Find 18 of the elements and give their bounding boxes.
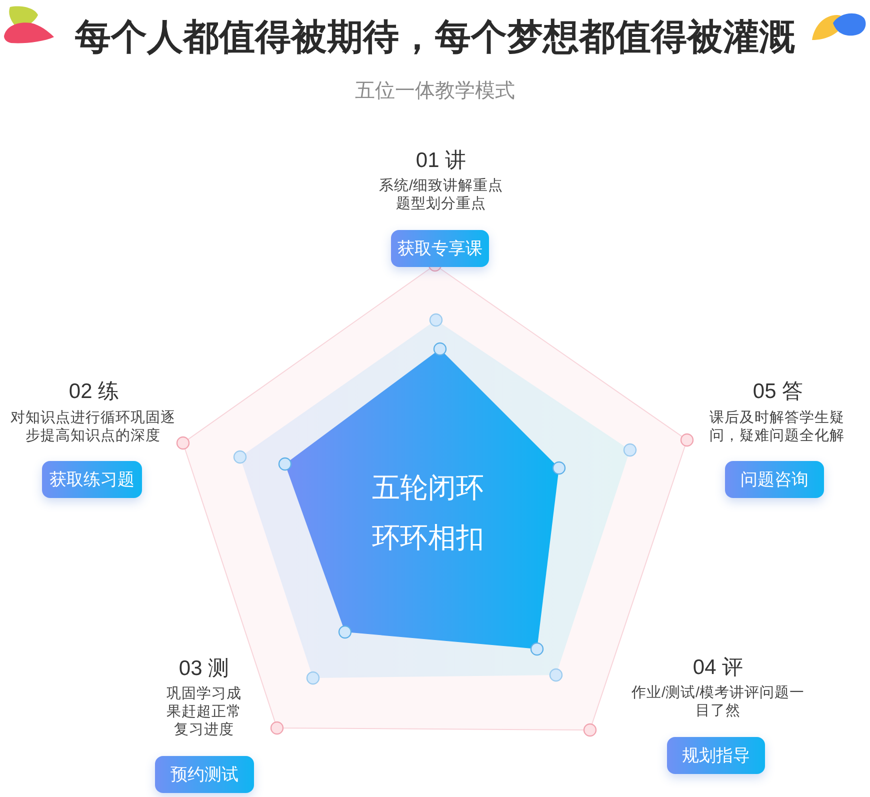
action-button: 获取专享课 xyxy=(391,230,489,267)
step-heading: 04 评 xyxy=(692,655,744,681)
step-heading: 05 答 xyxy=(752,379,804,405)
action-button: 预约测试 xyxy=(155,756,254,793)
step-heading: 02 练 xyxy=(68,379,120,405)
step-description: 课后及时解答学生疑问，疑难问题全化解 xyxy=(708,409,846,445)
step-description: 系统/细致讲解重点题型划分重点 xyxy=(378,177,504,213)
step-description: 巩固学习成果赶超正常复习进度 xyxy=(166,685,242,739)
action-button: 规划指导 xyxy=(667,737,765,774)
center-text: 五轮闭环环环相扣 xyxy=(371,471,485,555)
step-heading: 01 讲 xyxy=(416,148,466,174)
step-description: 作业/测试/模考讲评问题一目了然 xyxy=(630,684,806,720)
action-button: 问题咨询 xyxy=(725,461,824,498)
step-heading: 03 测 xyxy=(178,656,230,682)
step-description: 对知识点进行循环巩固逐步提高知识点的深度 xyxy=(10,409,176,445)
action-button: 获取练习题 xyxy=(42,461,142,498)
subtitle: 五位一体教学模式 xyxy=(355,79,515,104)
title: 每个人都值得被期待，每个梦想都值得被灌溉 xyxy=(75,15,795,59)
